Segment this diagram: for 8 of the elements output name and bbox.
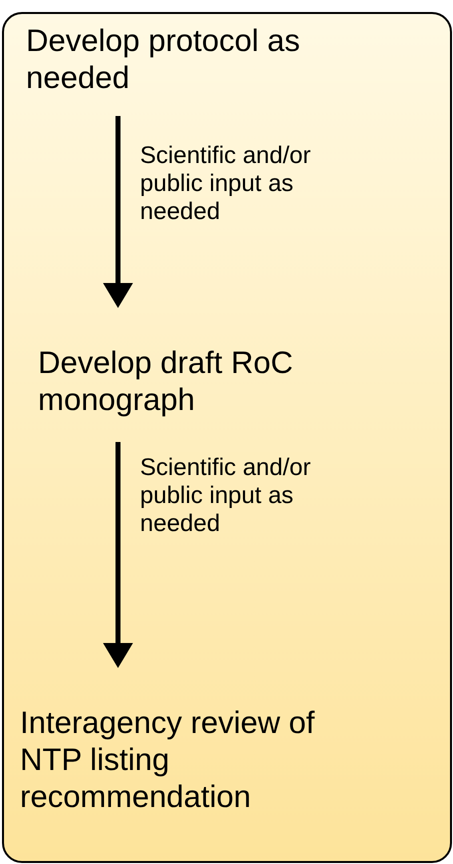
edge-label: Scientific and/or public input as needed [140, 142, 312, 226]
arrow [103, 442, 133, 668]
step-text: Develop draft RoC monograph [38, 308, 418, 442]
stage-panel [2, 12, 452, 863]
step-text: Develop protocol as needed [26, 22, 406, 116]
edge-label: Scientific and/or public input as needed [140, 454, 312, 538]
arrow [103, 116, 133, 308]
step-text: Interagency review of NTP listing recommendation [20, 668, 350, 815]
